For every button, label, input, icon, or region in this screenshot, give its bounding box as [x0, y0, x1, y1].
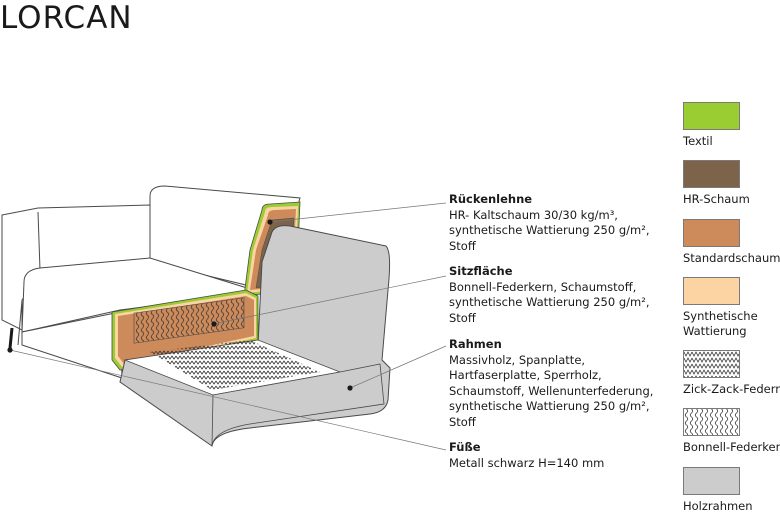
annotation-line: Metall schwarz H=140 mm — [449, 455, 605, 470]
legend-holzrahmen: Holzrahmen — [683, 467, 753, 514]
legend-swatch — [683, 219, 740, 247]
annotation-line: HR- Kaltschaum 30/30 kg/m³, — [449, 207, 618, 222]
annotation-line: synthetische Wattierung 250 g/m², — [449, 399, 650, 413]
legend-swatch — [683, 408, 740, 436]
legend-label: Bonnell-Federkern — [683, 440, 780, 454]
legend-bonnell-federkern: Bonnell-Federkern — [683, 408, 780, 455]
annotation-line: Stoff — [449, 310, 476, 325]
legend-label: HR-Schaum — [683, 192, 750, 206]
annotation-line: Massivholz, Spanplatte, — [449, 352, 586, 367]
legend-zick-zack-federn: Zick-Zack-Federn — [683, 350, 780, 397]
leader-lines — [9, 202, 447, 451]
leader-dots — [7, 219, 353, 391]
legend-swatch — [683, 160, 740, 188]
legend-label: Zick-Zack-Federn — [683, 382, 780, 396]
legend-swatch — [683, 277, 740, 305]
annotation-line: Stoff — [449, 238, 476, 253]
annotation-line: Schaumstoff, Wellenunterfederung, — [449, 383, 654, 398]
legend-standardschaum: Standardschaum — [683, 219, 780, 266]
legend-label: Textil — [683, 134, 713, 148]
left-foot — [8, 327, 14, 349]
annotation-heading: Rückenlehne — [449, 192, 533, 206]
annotation-sitzflaeche: Sitzfläche Bonnell-Federkern, Schaumstof… — [449, 264, 649, 326]
annotation-rueckenlehne: Rückenlehne HR- Kaltschaum 30/30 kg/m³, … — [449, 192, 649, 254]
annotation-line: synthetische Wattierung 250 g/m², — [449, 295, 650, 309]
legend-label-line: Wattierung — [683, 324, 747, 338]
annotation-line: Hartfaserplatte, Sperrholz, — [449, 368, 602, 382]
product-title: LORCAN — [0, 0, 133, 36]
legend-swatch — [683, 467, 740, 495]
annotation-fuesse: Füße Metall schwarz H=140 mm — [449, 440, 604, 471]
legend-hr-schaum: HR-Schaum — [683, 160, 750, 207]
legend-label: Standardschaum — [683, 251, 780, 265]
annotation-heading: Füße — [449, 440, 481, 454]
annotation-line: synthetische Wattierung 250 g/m², — [449, 223, 650, 237]
legend-label: Synthetische Wattierung — [683, 309, 758, 339]
legend-textil: Textil — [683, 102, 740, 149]
legend-label: Holzrahmen — [683, 499, 753, 513]
annotation-rahmen: Rahmen Massivholz, Spanplatte, Hartfaser… — [449, 337, 653, 430]
seat-cutaway — [111, 289, 259, 371]
annotation-heading: Rahmen — [449, 337, 502, 351]
annotation-heading: Sitzfläche — [449, 264, 513, 278]
legend-synthetische-wattierung: Synthetische Wattierung — [683, 277, 758, 339]
annotation-line: Stoff — [449, 414, 476, 429]
annotation-line: Bonnell-Federkern, Schaumstoff, — [449, 279, 637, 294]
legend-swatch — [683, 350, 740, 378]
legend-swatch — [683, 102, 740, 130]
legend-label-line: Synthetische — [683, 309, 758, 323]
